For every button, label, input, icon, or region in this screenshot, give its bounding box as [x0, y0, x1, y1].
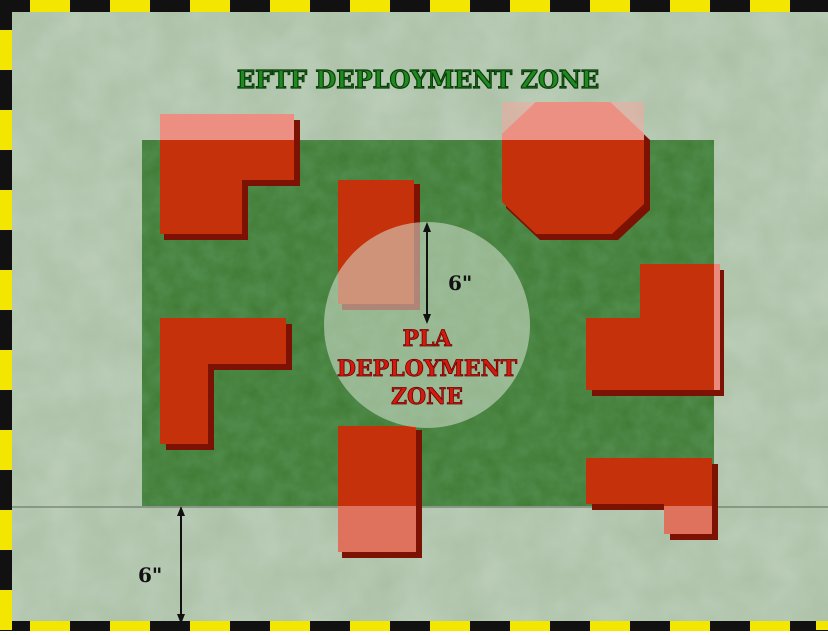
- pla-zone-label-line1: PLA: [402, 326, 452, 352]
- hazard-stripe: [0, 110, 12, 150]
- hazard-stripe: [0, 270, 12, 310]
- hazard-stripe: [0, 430, 12, 470]
- hazard-stripe: [350, 0, 390, 12]
- hazard-stripe: [110, 0, 150, 12]
- hazard-stripe: [750, 0, 790, 12]
- hazard-stripe: [0, 30, 12, 70]
- hazard-stripe: [430, 0, 470, 12]
- hazard-stripe: [190, 0, 230, 12]
- eftf-zone-title: EFTF DEPLOYMENT ZONE: [237, 65, 599, 94]
- pla-zone-label-line3: ZONE: [391, 384, 463, 410]
- hazard-stripe: [0, 590, 12, 630]
- hazard-stripe: [670, 0, 710, 12]
- hazard-stripe: [30, 0, 70, 12]
- hazard-stripe: [0, 510, 12, 550]
- hazard-stripe: [510, 0, 550, 12]
- hazard-stripe: [590, 0, 630, 12]
- hazard-stripe: [0, 190, 12, 230]
- radius-label: 6": [448, 271, 472, 295]
- hazard-stripe: [0, 350, 12, 390]
- pla-zone-label-line2: DEPLOYMENT: [337, 356, 518, 382]
- edge-distance-label: 6": [138, 563, 162, 587]
- hazard-stripe: [270, 0, 310, 12]
